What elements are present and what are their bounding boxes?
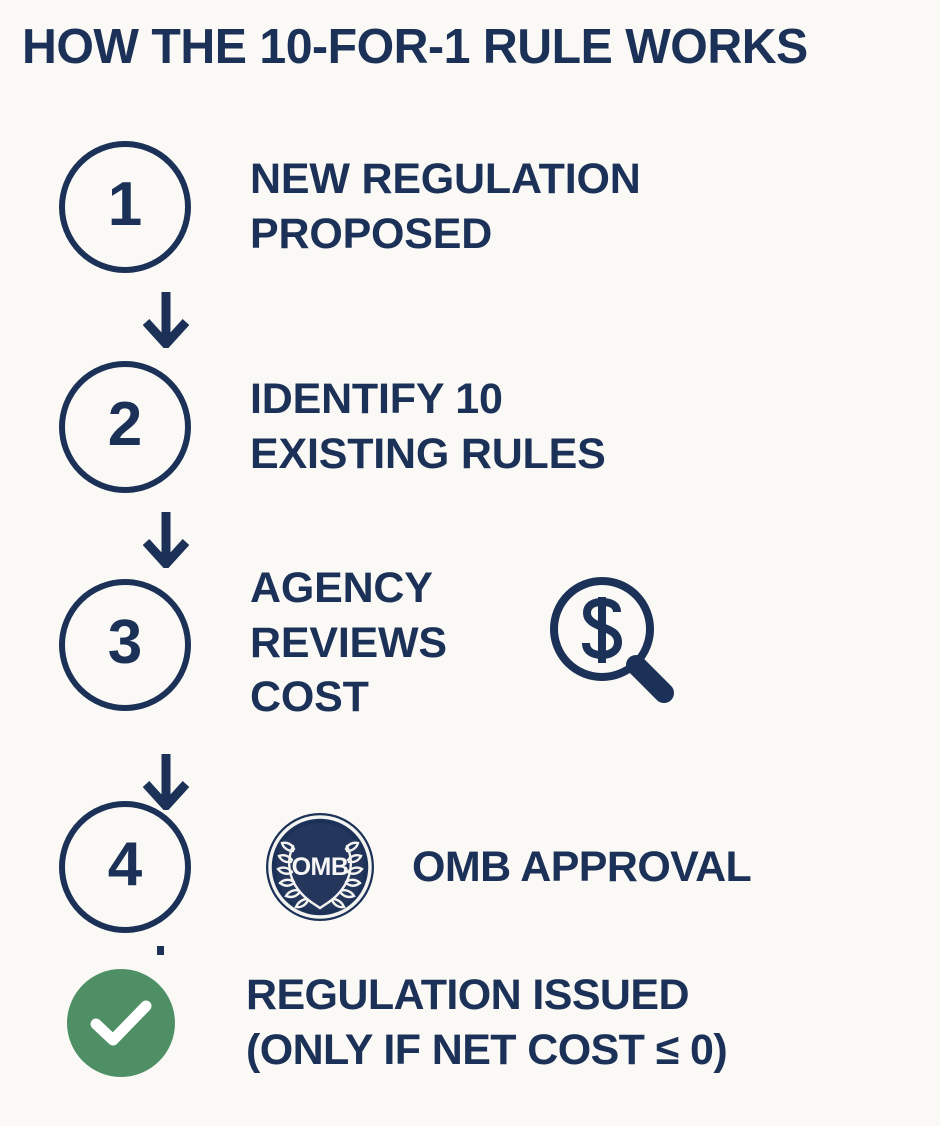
step-text-3: AGENCY REVIEWS COST xyxy=(250,564,447,722)
step-marker-1: 1 xyxy=(0,141,250,273)
step-marker-2: 2 xyxy=(0,361,250,493)
step-row-1: 1 NEW REGULATION PROPOSED xyxy=(0,141,940,273)
step-number-circle-3: 3 xyxy=(59,579,191,711)
arrow-3-to-4-icon xyxy=(143,754,189,810)
step-text-5: REGULATION ISSUED (ONLY IF NET COST ≤ 0) xyxy=(246,971,728,1074)
omb-seal-text: OMB xyxy=(292,853,349,881)
success-check-circle xyxy=(67,969,175,1077)
step-marker-5 xyxy=(0,969,250,1077)
step-marker-4: 4 xyxy=(0,801,250,933)
step-number-circle-4: 4 xyxy=(59,801,191,933)
step-number-circle-1: 1 xyxy=(59,141,191,273)
step-number-label-3: 3 xyxy=(107,608,143,677)
checkmark-icon xyxy=(90,1000,152,1046)
step-text-2: IDENTIFY 10 EXISTING RULES xyxy=(250,375,606,478)
step-number-label-4: 4 xyxy=(107,830,143,899)
step-marker-3: 3 xyxy=(0,579,250,711)
magnifying-glass-dollar-icon xyxy=(540,573,690,713)
page-title: HOW THE 10-FOR-1 RULE WORKS xyxy=(22,20,808,74)
step-text-4: OMB APPROVAL xyxy=(412,842,752,891)
step-row-4: 4 xyxy=(0,801,940,933)
step-text-1: NEW REGULATION PROPOSED xyxy=(250,155,641,258)
step-row-3: 3 AGENCY REVIEWS COST xyxy=(0,564,940,721)
omb-seal-icon: OMB xyxy=(265,812,375,922)
step-number-label-1: 1 xyxy=(107,170,143,239)
step-row-2: 2 IDENTIFY 10 EXISTING RULES xyxy=(0,361,940,493)
step-row-5: REGULATION ISSUED (ONLY IF NET COST ≤ 0) xyxy=(0,968,940,1078)
step-number-circle-2: 2 xyxy=(59,361,191,493)
arrow-stub-4-to-5-icon xyxy=(157,946,164,955)
arrow-2-to-3-icon xyxy=(143,512,189,568)
step-number-label-2: 2 xyxy=(107,390,143,459)
arrow-1-to-2-icon xyxy=(143,292,189,348)
